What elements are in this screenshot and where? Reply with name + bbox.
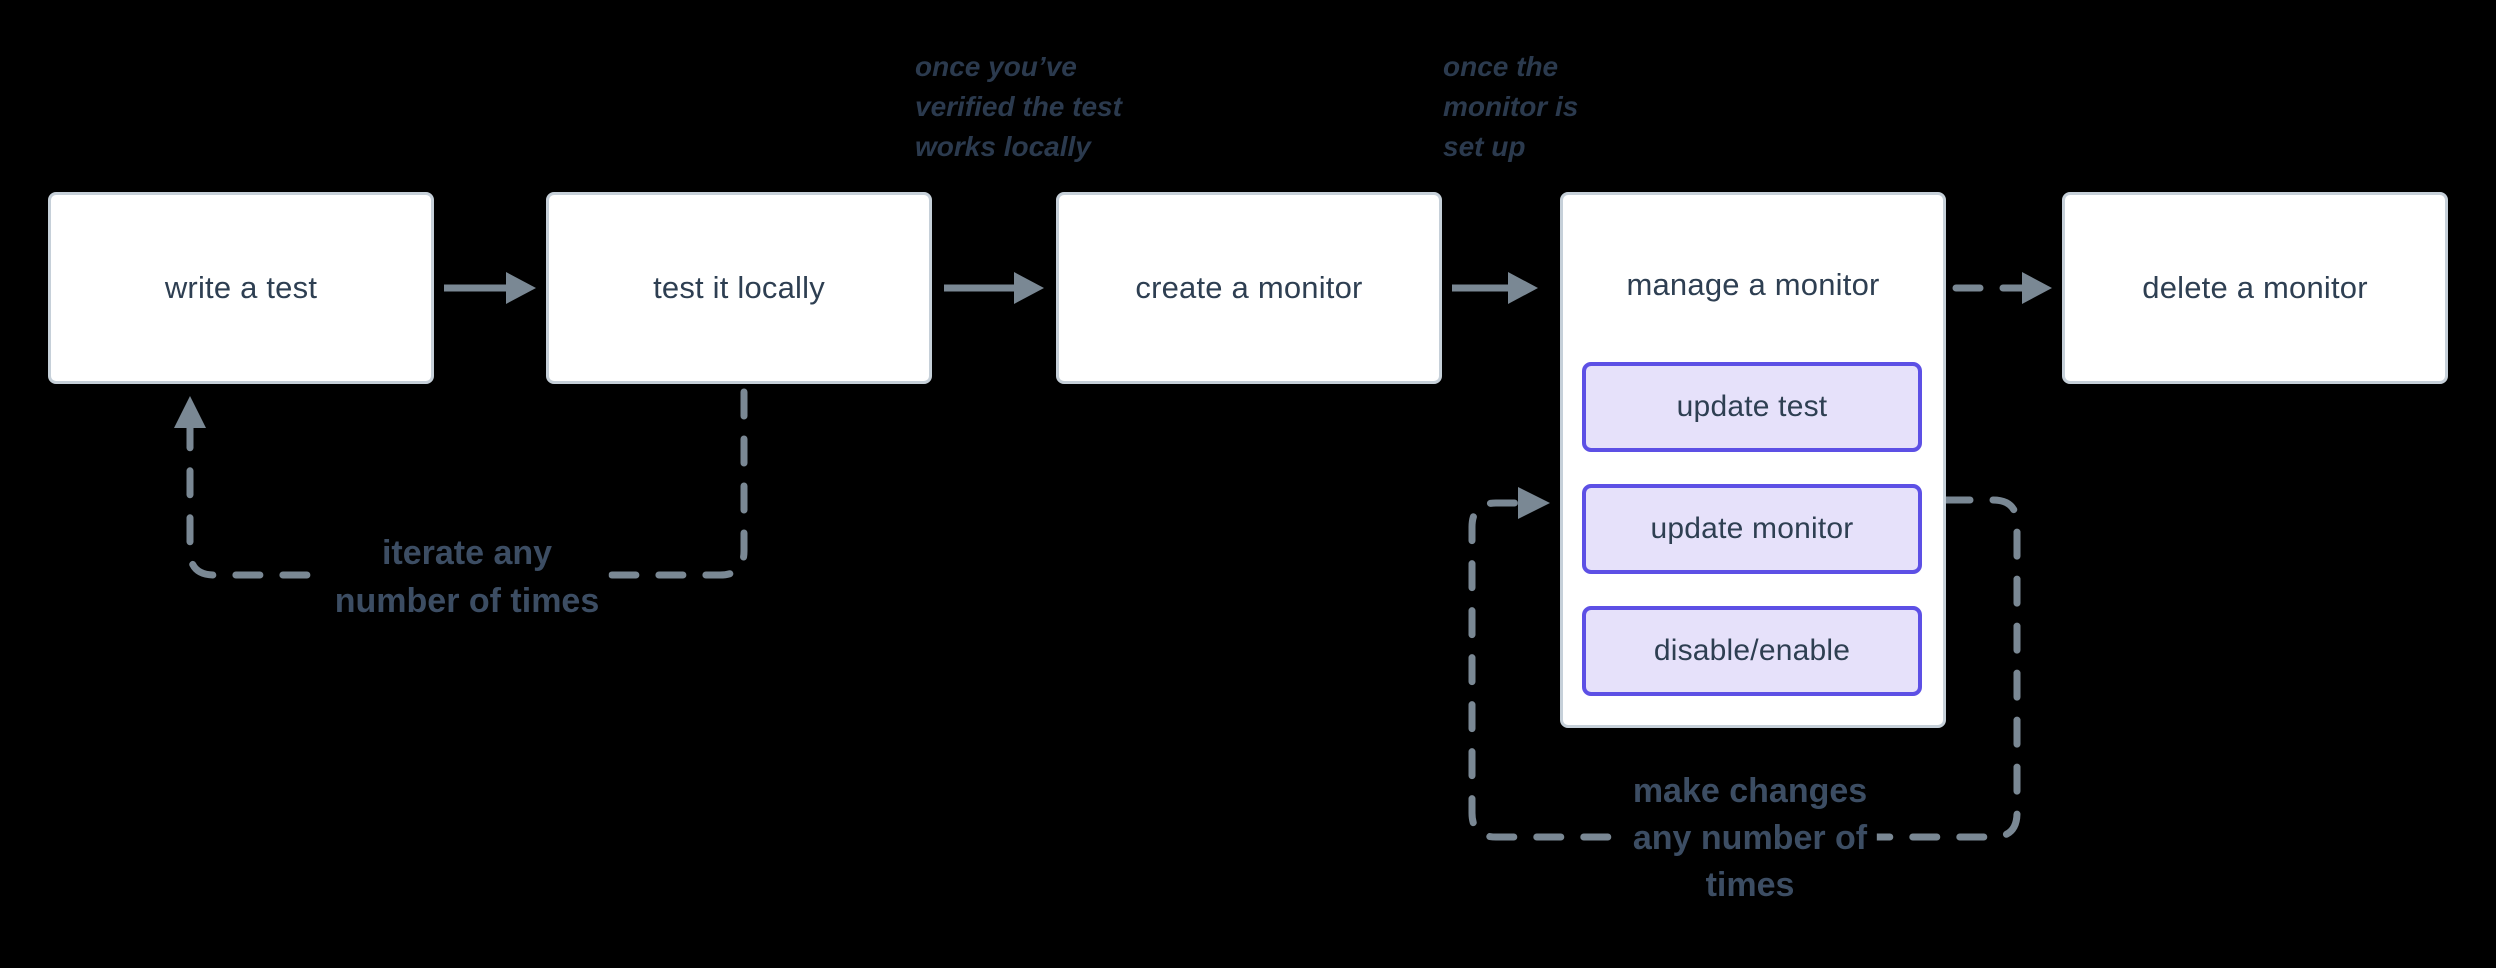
annotation-verified-line-1: once you’ve xyxy=(915,51,1077,82)
annotation-set-up-line-1: once the xyxy=(1443,51,1559,82)
annotation-monitor-set-up: once the monitor is set up xyxy=(1443,47,1578,167)
node-manage-monitor: manage a monitor update test update moni… xyxy=(1560,192,1946,728)
annotation-set-up-line-2: monitor is xyxy=(1443,91,1579,122)
annotation-verified-locally: once you’ve verified the test works loca… xyxy=(915,47,1122,167)
sub-button-update-monitor: update monitor xyxy=(1582,484,1922,574)
loop-label-make-changes: make changes any number of times xyxy=(1622,768,1878,909)
sub-button-update-test-label: update test xyxy=(1676,390,1828,423)
sub-button-update-test: update test xyxy=(1582,362,1922,452)
loop-label-iterate-line-1: iterate any xyxy=(381,534,553,572)
annotation-verified-line-2: verified the test xyxy=(915,91,1122,122)
loop-label-iterate-line-2: number of times xyxy=(334,582,600,620)
node-write-test-label: write a test xyxy=(164,270,318,305)
annotation-set-up-line-3: set up xyxy=(1443,131,1526,162)
edge-test-to-create-arrow xyxy=(944,272,1044,304)
edge-iterate-loop-dashed xyxy=(174,388,748,579)
node-create-monitor: create a monitor xyxy=(1056,192,1442,384)
sub-button-disable-enable: disable/enable xyxy=(1582,606,1922,696)
loop-label-make-changes-line-3: times xyxy=(1705,866,1795,904)
edge-manage-to-delete-dashed-arrow xyxy=(1952,272,2052,304)
sub-button-disable-enable-label: disable/enable xyxy=(1653,634,1851,667)
node-test-locally-label: test it locally xyxy=(653,270,825,305)
node-test-locally: test it locally xyxy=(546,192,932,384)
edge-create-to-manage-arrow xyxy=(1452,272,1538,304)
edge-write-to-test-arrow xyxy=(444,272,536,304)
node-delete-monitor: delete a monitor xyxy=(2062,192,2448,384)
loop-label-make-changes-line-1: make changes xyxy=(1632,772,1868,810)
node-create-monitor-label: create a monitor xyxy=(1135,270,1363,305)
annotation-verified-line-3: works locally xyxy=(915,131,1091,162)
loop-label-make-changes-line-2: any number of xyxy=(1632,819,1868,857)
node-write-test: write a test xyxy=(48,192,434,384)
node-delete-monitor-label: delete a monitor xyxy=(2142,270,2368,305)
sub-button-update-monitor-label: update monitor xyxy=(1650,512,1854,545)
node-manage-monitor-label: manage a monitor xyxy=(1626,267,1880,302)
loop-label-iterate: iterate any number of times xyxy=(324,529,610,625)
